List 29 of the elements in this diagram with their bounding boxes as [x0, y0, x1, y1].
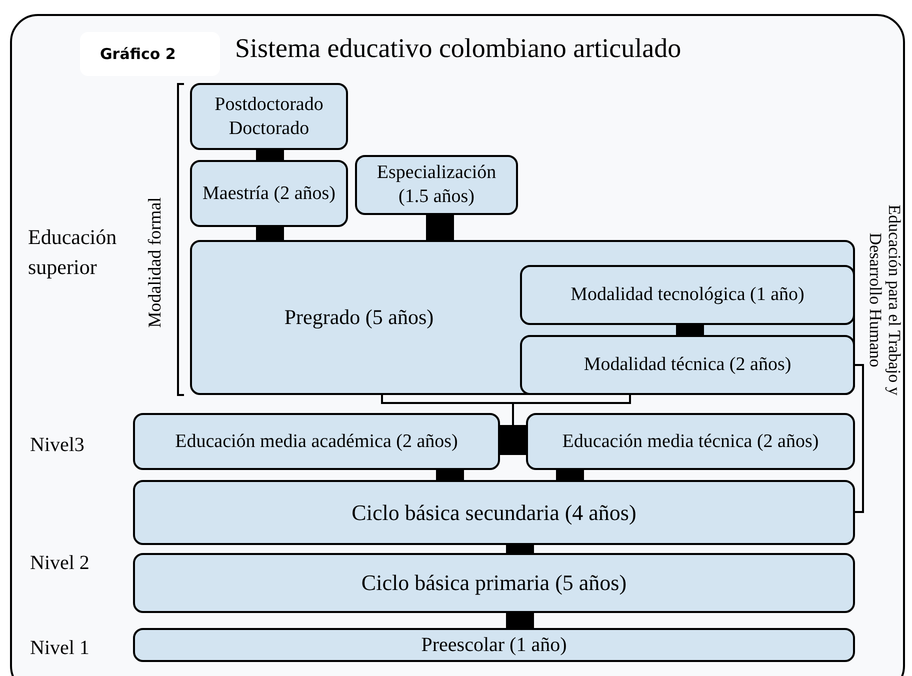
level-box: Pregrado (5 años) Modalidad tecnológica (1 año) Modalidad técnica (2 años)	[190, 240, 855, 395]
level-box: Educación media académica (2 años)	[133, 413, 500, 470]
connector	[506, 545, 534, 553]
connector	[256, 227, 284, 240]
level-box: Modalidad técnica (2 años)	[520, 335, 855, 395]
vertical-label: Modalidad formal	[144, 196, 166, 330]
level-box: Preescolar (1 año)	[133, 628, 855, 662]
figure-label: Gráfico 2	[80, 32, 220, 76]
connector	[855, 364, 864, 513]
level-box: Ciclo básica primaria (5 años)	[133, 553, 855, 613]
level-label: Nivel 1	[30, 636, 90, 661]
level-box: Especialización (1.5 años)	[355, 155, 518, 215]
connector	[506, 613, 534, 628]
connector	[256, 150, 284, 160]
connector	[426, 215, 454, 240]
title: Sistema educativo colombiano articulado	[235, 32, 682, 65]
level-box: Ciclo básica secundaria (4 años)	[133, 480, 855, 545]
level-box: Modalidad tecnológica (1 año)	[520, 265, 855, 325]
level-box: Educación media técnica (2 años)	[526, 413, 855, 470]
vertical-label: Educación para el Trabajo y Desarrollo Humano	[866, 204, 904, 398]
connector	[676, 325, 704, 335]
level-box: Maestría (2 años)	[190, 160, 348, 227]
level-box: Postdoctorado Doctorado	[190, 83, 348, 150]
connector	[436, 470, 464, 480]
level-label: Nivel 2	[30, 551, 90, 576]
side-label: Educación superior	[28, 224, 118, 281]
connector	[556, 470, 584, 480]
connector	[500, 425, 526, 455]
level-label: Nivel3	[30, 433, 84, 458]
